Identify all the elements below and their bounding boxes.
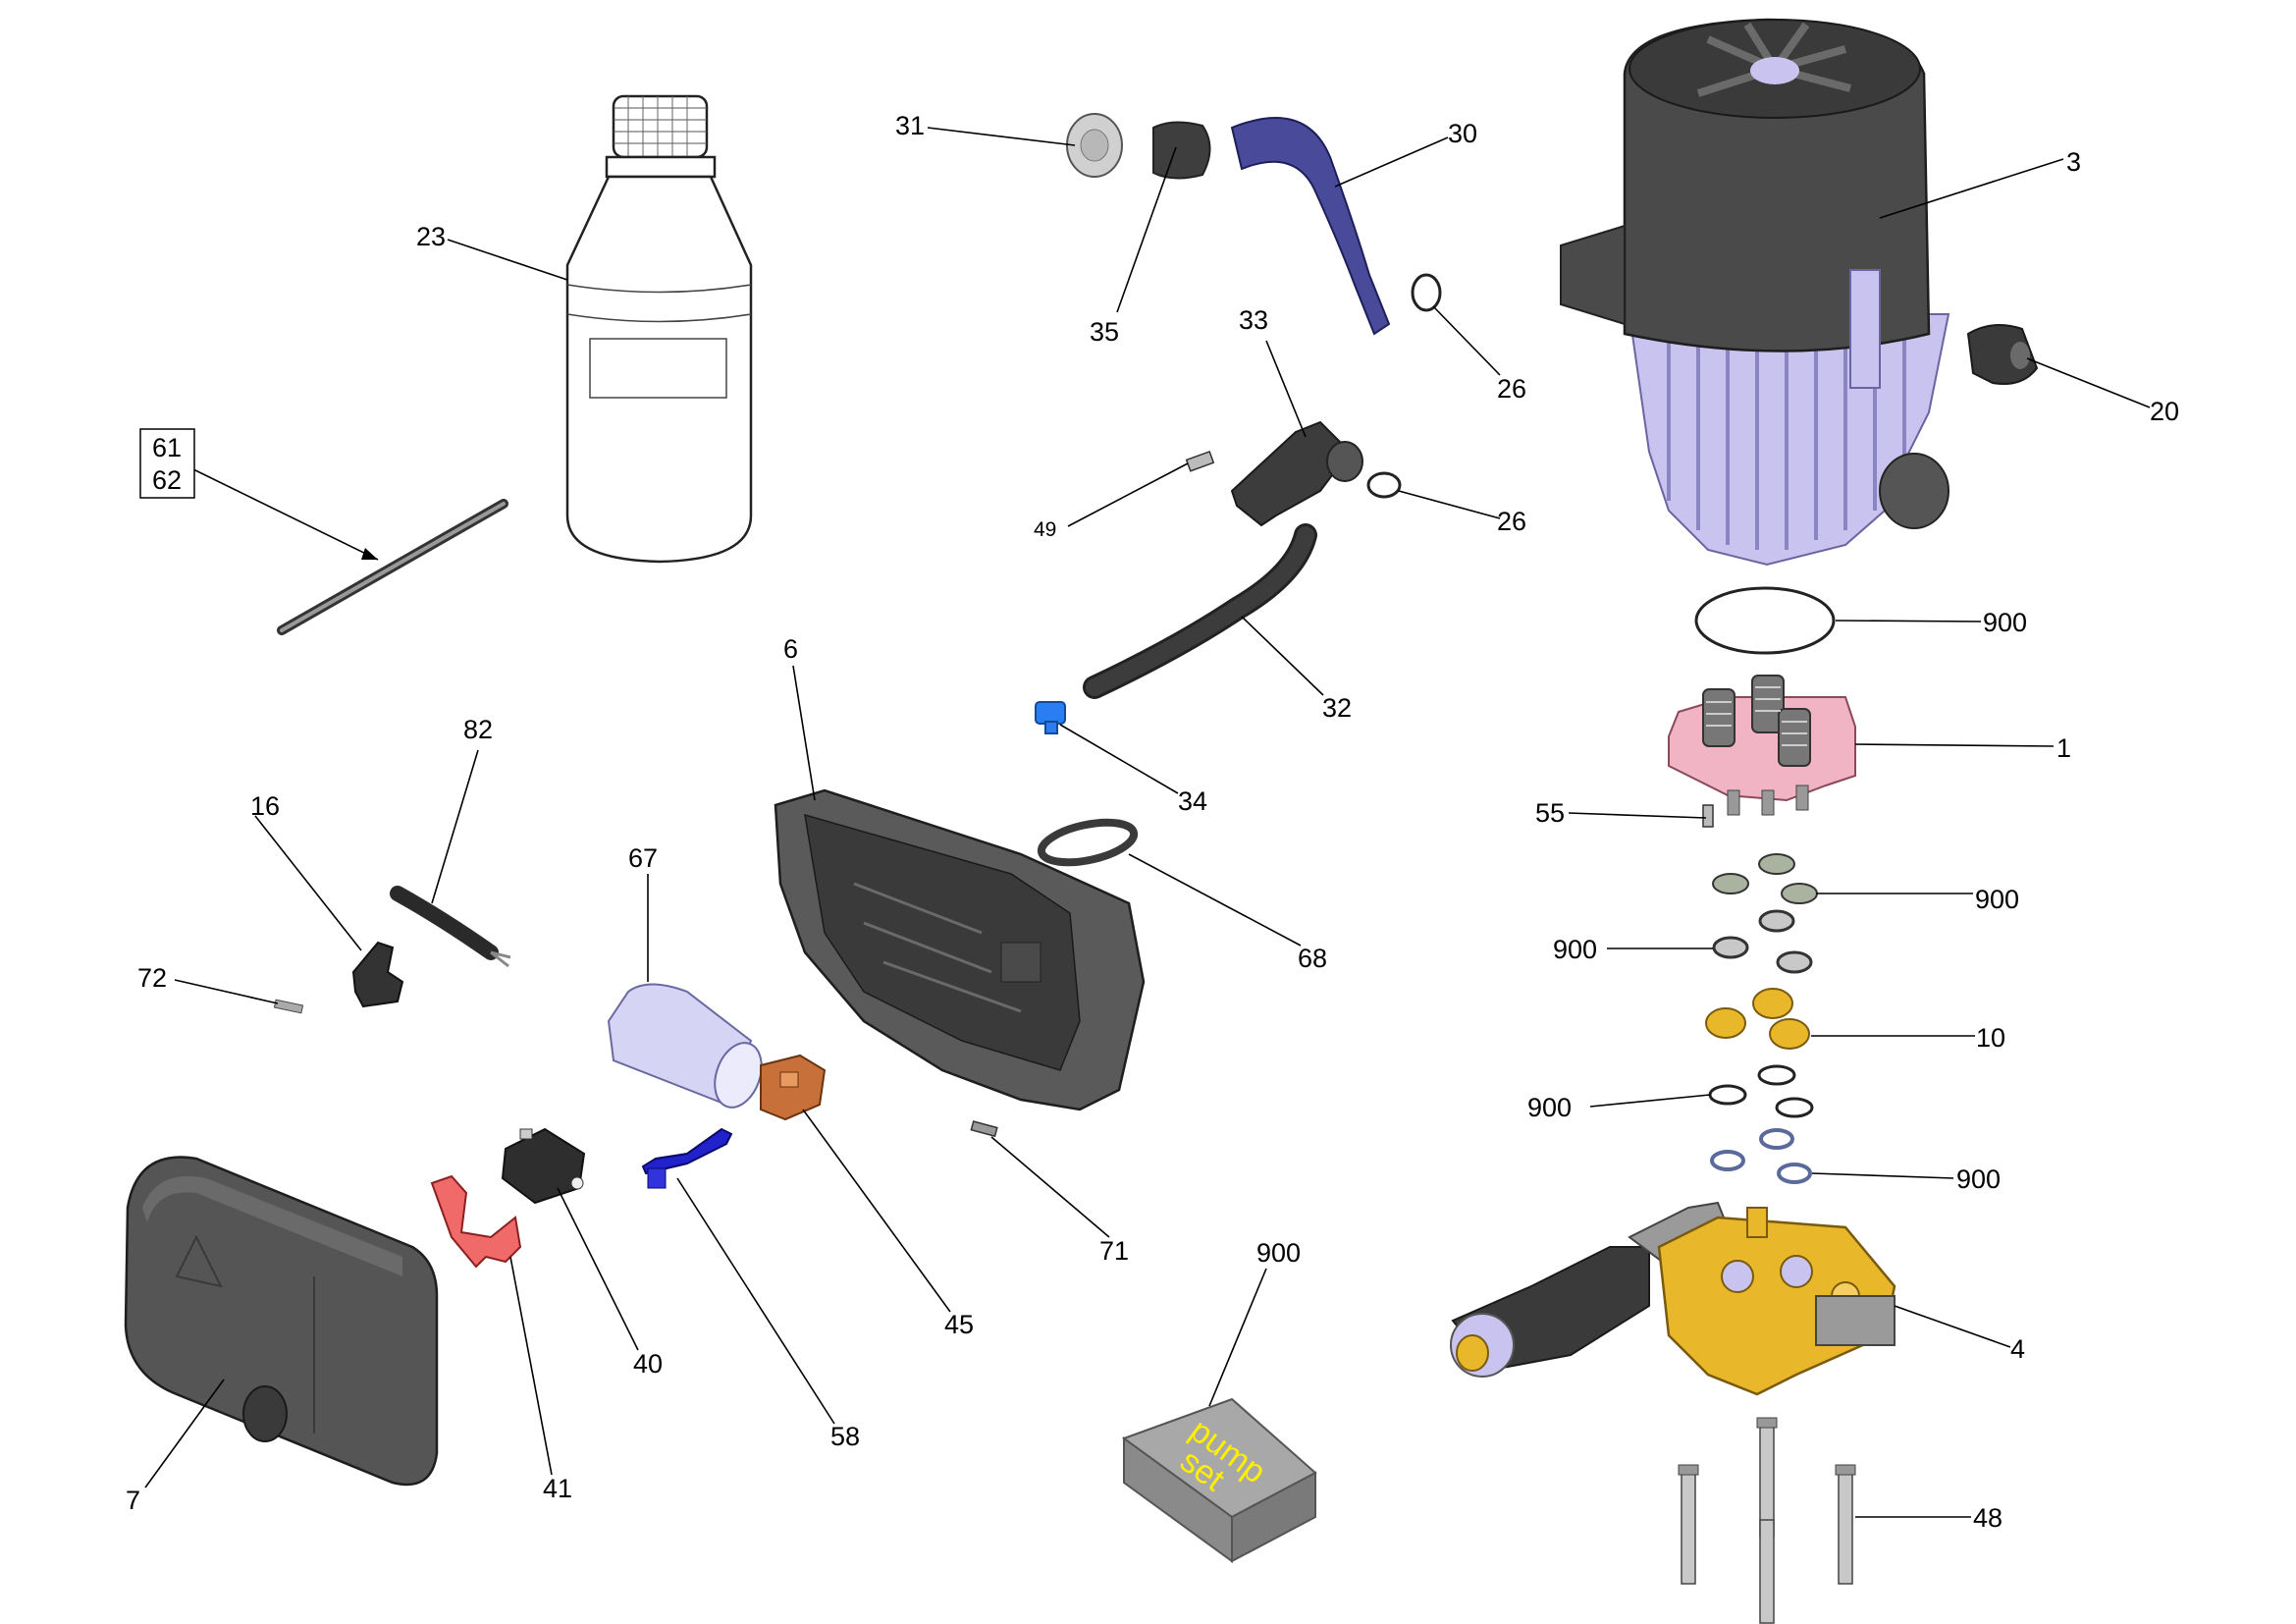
oring-icon [1694,586,1836,655]
gasket-icon [1037,818,1139,867]
screw-icon [1185,450,1215,472]
bracket-icon [1230,420,1363,527]
switch-icon [760,1054,827,1121]
callout-71: 71 [1099,1236,1129,1266]
pump-head-icon [1668,675,1856,816]
pin-icon [273,999,304,1014]
callout-26-upper: 26 [1497,374,1526,404]
valve-set-icon [1712,853,1818,904]
screw-icon [1702,804,1714,828]
callout-62: 62 [152,465,182,495]
callout-23: 23 [416,222,446,251]
callout-67: 67 [628,843,658,873]
callout-900-washer: 900 [1956,1164,2001,1194]
callout-10: 10 [1976,1023,2005,1053]
rod-icon [277,499,508,635]
bolt-set-icon [1678,1417,1856,1624]
callout-900-kit: 900 [1256,1238,1301,1268]
callout-82: 82 [463,715,493,744]
callout-45: 45 [944,1310,974,1339]
callout-40: 40 [633,1349,663,1379]
callout-55: 55 [1535,798,1565,828]
callout-4: 4 [2010,1334,2025,1364]
hose-icon [1230,117,1391,336]
callout-900-valves: 900 [1975,885,2019,914]
callout-900-oring-left: 900 [1527,1093,1572,1122]
callout-900-ring: 900 [1983,608,2027,637]
clip-icon [351,941,404,1008]
brass-sleeve-icon [1705,988,1810,1050]
callout-30: 30 [1448,119,1477,148]
callout-box-61-62 [139,428,195,499]
callout-26-lower: 26 [1497,507,1526,536]
callout-labels: 23 61 62 31 35 30 26 33 49 26 32 34 3 20… [126,111,2179,1533]
oring-icon [1366,471,1402,499]
bottle-icon [565,94,753,564]
grommet-icon [1152,121,1211,180]
cap-icon [1966,324,2039,385]
red-clip-icon [430,1174,522,1269]
callout-68: 68 [1298,944,1327,973]
callout-20: 20 [2150,397,2179,426]
cover-icon [124,1156,439,1487]
relay-icon [501,1127,586,1205]
leader-lines [144,127,2151,1518]
lever-icon [641,1127,733,1189]
callout-32: 32 [1322,693,1352,723]
callout-1: 1 [2056,733,2071,763]
callout-41: 41 [543,1474,572,1503]
cap-icon [1066,113,1123,178]
blue-fitting-icon [1035,701,1066,734]
callout-6: 6 [783,634,798,664]
seal-set-icon [1712,909,1813,974]
callout-16: 16 [250,791,280,821]
callout-3: 3 [2066,147,2081,177]
box-icon: pump set [1121,1397,1317,1563]
hood-icon [774,788,1146,1111]
pump-housing-icon [1450,1201,1896,1396]
callout-33: 33 [1239,305,1268,335]
callout-35: 35 [1090,317,1119,347]
callout-48: 48 [1973,1503,2002,1533]
cable-icon [390,886,511,968]
callout-31: 31 [895,111,925,140]
callout-49: 49 [1034,518,1056,541]
callout-72: 72 [137,963,167,993]
callout-58: 58 [830,1422,860,1451]
callout-900-seal-left: 900 [1553,935,1597,964]
oring-icon [1411,273,1442,312]
capacitor-icon [607,983,763,1109]
washer-set-icon [1710,1128,1812,1184]
callout-34: 34 [1178,786,1207,816]
callout-61: 61 [152,433,182,462]
callout-7: 7 [126,1486,140,1515]
screw-icon [970,1120,998,1138]
motor-icon [1560,18,1950,567]
oring-set-icon [1708,1064,1814,1118]
